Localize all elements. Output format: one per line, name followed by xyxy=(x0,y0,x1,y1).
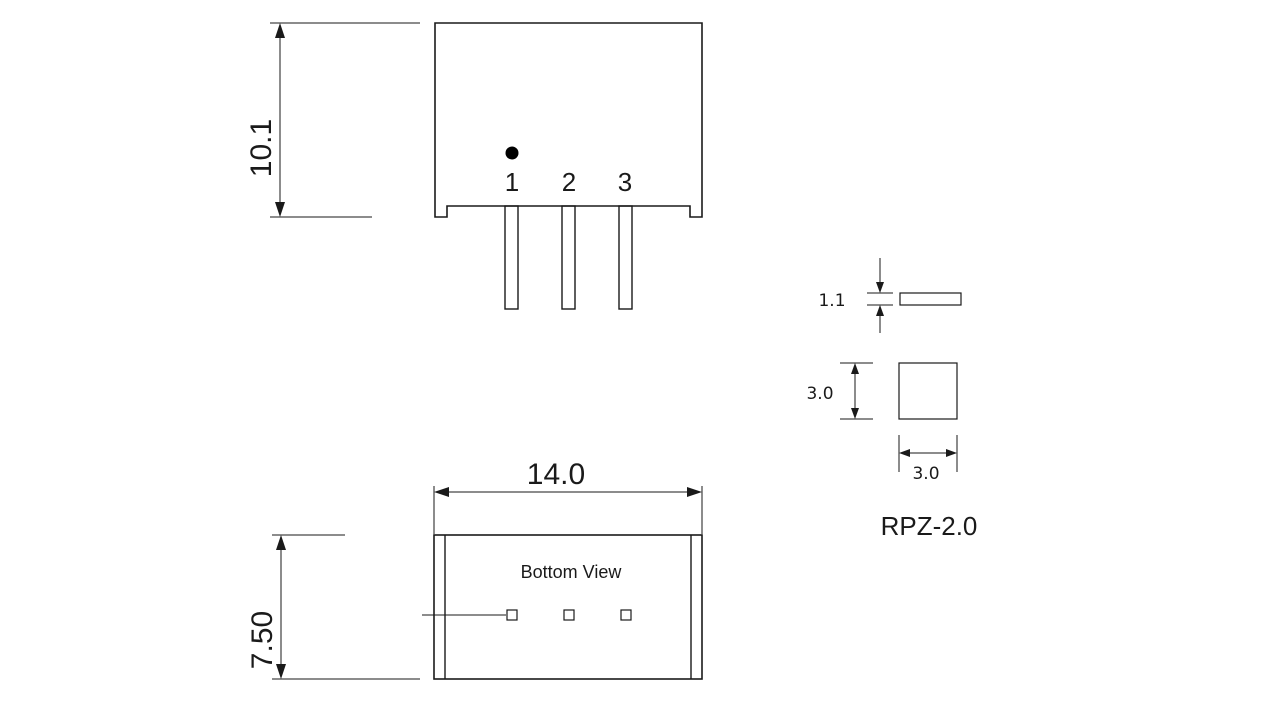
height-dimension-label: 10.1 xyxy=(245,119,278,177)
width-arrow-left xyxy=(434,487,449,497)
model-name-label: RPZ-2.0 xyxy=(881,511,978,541)
bottom-view: 14.0 Bottom View 7.50 xyxy=(246,458,703,680)
thickness-dimension-label: 1.1 xyxy=(818,291,845,311)
pin-2-lead xyxy=(561,205,576,310)
pin-pad-2 xyxy=(563,609,575,621)
pin-1-lead xyxy=(504,205,519,310)
depth-arrow-bottom xyxy=(276,664,286,679)
bottom-body-outline xyxy=(433,534,703,680)
width-dimension-label: 14.0 xyxy=(527,458,585,491)
height-arrow-top xyxy=(275,23,285,38)
depth-arrow-top xyxy=(276,535,286,550)
height-arrow-bottom xyxy=(275,202,285,217)
square-width-arrow-right xyxy=(946,449,957,457)
pin-number-2: 2 xyxy=(562,167,576,197)
bottom-view-label: Bottom View xyxy=(521,562,623,582)
square-height-dimension-label: 3.0 xyxy=(806,384,833,404)
pin-pad-3 xyxy=(620,609,632,621)
square-width-arrow-left xyxy=(899,449,910,457)
pin-number-3: 3 xyxy=(618,167,632,197)
square-height-arrow-top xyxy=(851,363,859,374)
width-arrow-right xyxy=(687,487,702,497)
module-body-outline xyxy=(434,22,703,218)
thickness-arrow-top xyxy=(876,282,884,293)
pin-number-1: 1 xyxy=(505,167,519,197)
depth-dimension-label: 7.50 xyxy=(246,611,279,669)
pin-cross-section-thin xyxy=(899,292,962,306)
footprint-detail: 1.1 3.0 3.0 RPZ-2.0 xyxy=(806,258,977,541)
pin-cross-section-square xyxy=(898,362,958,420)
pin1-marker-dot xyxy=(505,146,519,160)
pin-3-lead xyxy=(618,205,633,310)
square-width-dimension-label: 3.0 xyxy=(912,464,939,484)
square-height-arrow-bottom xyxy=(851,408,859,419)
pin-pad-1 xyxy=(506,609,518,621)
side-view: 1 2 3 10.1 xyxy=(245,22,703,310)
